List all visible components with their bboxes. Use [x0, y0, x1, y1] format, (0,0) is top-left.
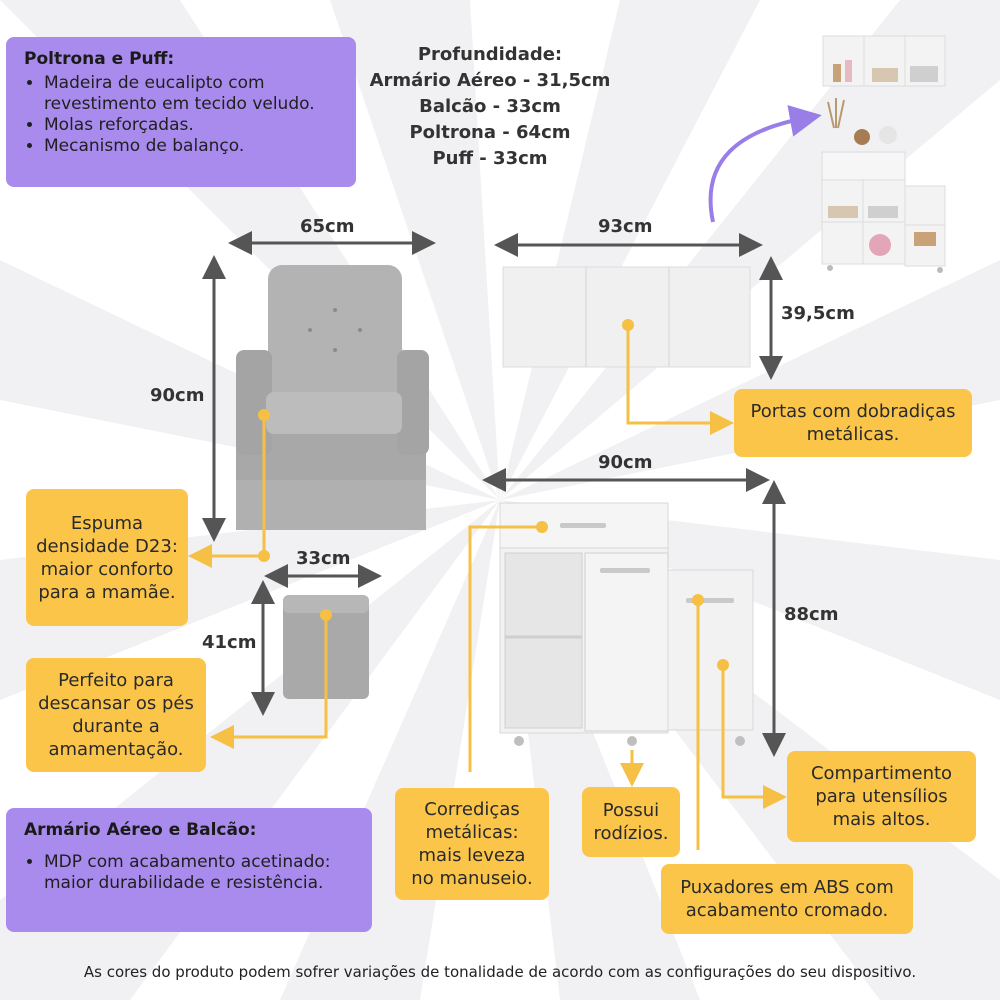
puff-leader	[210, 615, 328, 749]
armchair-height-label: 90cm	[150, 385, 205, 406]
puff-callout: Perfeito para descansar os pés durante a…	[26, 658, 206, 772]
material-info-list: MDP com acabamento acetinado: maior dura…	[24, 852, 354, 894]
compartment-callout: Compartimento para utensílios mais altos…	[787, 751, 976, 842]
depth-line: Balcão - 33cm	[419, 96, 561, 117]
counter-image	[499, 502, 754, 746]
slides-leader	[468, 525, 542, 772]
depth-line: Puff - 33cm	[432, 148, 548, 169]
material-info-box: Armário Aéreo e Balcão: MDP com acabamen…	[6, 808, 372, 932]
foam-callout: Espuma densidade D23: maior conforto par…	[26, 489, 188, 626]
material-info-item: MDP com acabamento acetinado: maior dura…	[44, 852, 354, 894]
material-info-title: Armário Aéreo e Balcão:	[24, 820, 257, 840]
wall-cabinet-height-label: 39,5cm	[781, 303, 855, 324]
color-disclaimer: As cores do produto podem sofrer variaçõ…	[83, 963, 917, 981]
depth-line: Poltrona - 64cm	[409, 122, 571, 143]
room-composition-image	[821, 35, 946, 273]
puff-height-label: 41cm	[202, 632, 257, 653]
doors-leader	[626, 325, 734, 435]
slides-callout: Corrediças metálicas: mais leveza no man…	[395, 788, 549, 900]
wall-cabinet-width-label: 93cm	[598, 216, 653, 237]
doors-callout: Portas com dobradiças metálicas.	[734, 389, 972, 457]
poltrona-info-list: Madeira de eucalipto com revestimento em…	[24, 73, 338, 157]
armchair-image	[236, 265, 429, 530]
curve-arrow	[708, 105, 822, 223]
counter-width-label: 90cm	[598, 452, 653, 473]
poltrona-info-item: Molas reforçadas.	[44, 115, 338, 136]
compartment-leader	[721, 665, 787, 809]
counter-height-label: 88cm	[784, 604, 839, 625]
depth-title: Profundidade:	[417, 44, 563, 65]
poltrona-info-item: Mecanismo de balanço.	[44, 136, 338, 157]
poltrona-info-box: Poltrona e Puff: Madeira de eucalipto co…	[6, 37, 356, 187]
depth-line: Armário Aéreo - 31,5cm	[369, 70, 611, 91]
puff-width-label: 33cm	[296, 548, 351, 569]
depth-info: Profundidade: Armário Aéreo - 31,5cm Bal…	[360, 42, 620, 172]
handles-callout: Puxadores em ABS com acabamento cromado.	[661, 864, 913, 934]
poltrona-info-title: Poltrona e Puff:	[24, 49, 175, 69]
wheels-callout: Possui rodízios.	[582, 787, 680, 857]
poltrona-info-item: Madeira de eucalipto com revestimento em…	[44, 73, 338, 115]
armchair-width-label: 65cm	[300, 216, 355, 237]
